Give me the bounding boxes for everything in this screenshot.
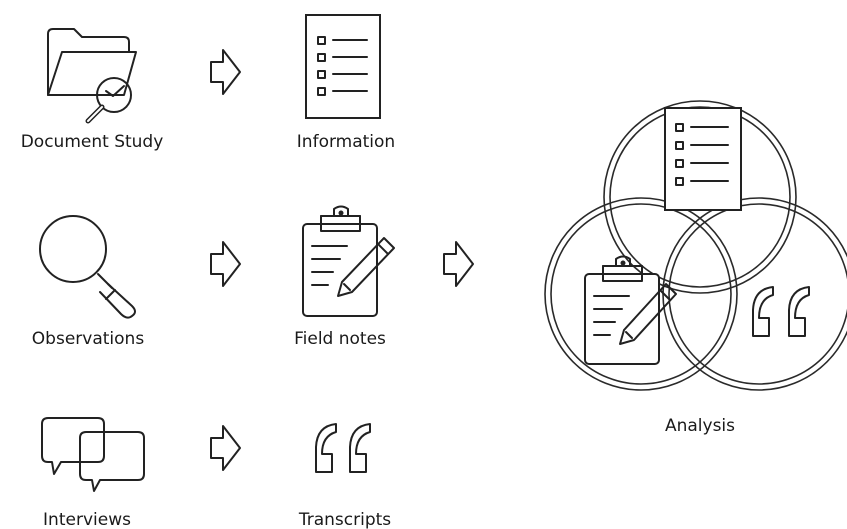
arrow-3 xyxy=(443,241,474,287)
transcripts-label: Transcripts xyxy=(298,510,391,529)
checklist-icon xyxy=(305,14,381,119)
magnifier-icon xyxy=(39,215,136,319)
information-label: Information xyxy=(297,132,395,152)
document-study-label: Document Study xyxy=(21,132,164,152)
quote-marks-icon xyxy=(315,423,371,473)
arrow-2 xyxy=(210,241,241,287)
analysis-clipboard-pencil-icon xyxy=(584,255,677,365)
analysis-quote-marks-icon xyxy=(752,286,810,337)
analysis-checklist-icon xyxy=(664,107,742,211)
field-notes-label: Field notes xyxy=(294,329,386,349)
folder-magnifier-icon xyxy=(47,28,137,124)
speech-bubbles-icon xyxy=(41,417,145,492)
arrow-4 xyxy=(210,425,241,471)
arrow-1 xyxy=(210,49,241,95)
analysis-label: Analysis xyxy=(665,416,735,436)
venn-diagram-icon xyxy=(544,100,847,391)
clipboard-pencil-icon xyxy=(302,205,395,317)
interviews-label: Interviews xyxy=(43,510,131,529)
observations-label: Observations xyxy=(32,329,145,349)
